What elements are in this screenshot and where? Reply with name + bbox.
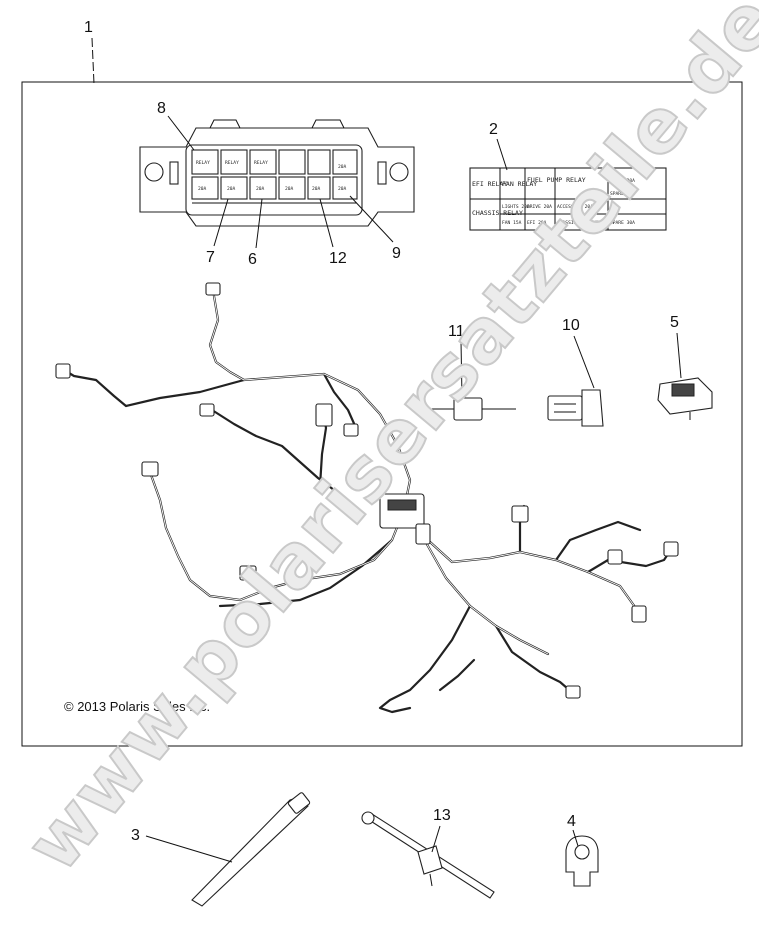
callout-7: 7 xyxy=(206,249,215,266)
decal-accessory: ACCESSORY 20A xyxy=(557,204,593,210)
fuse-decal: EFI RELAY FAN RELAY FUEL PUMP RELAY CHAS… xyxy=(469,167,667,231)
leader-12 xyxy=(319,198,334,248)
decal-fan-relay: FAN RELAY xyxy=(502,180,537,188)
push-clip-part xyxy=(565,835,599,887)
leader-13 xyxy=(431,825,441,853)
fuse-bottom-label-1: 20A xyxy=(198,186,207,192)
fuse-top-label-2: RELAY xyxy=(225,160,239,166)
leader-9 xyxy=(349,195,394,243)
leader-8 xyxy=(167,115,195,151)
watermark: www.polarisersatzteile.de xyxy=(10,0,759,888)
decal-chassis: CHASSIS 20A xyxy=(557,220,588,226)
wire-harness xyxy=(55,282,679,714)
leader-10 xyxy=(573,335,595,389)
strap-clip-part xyxy=(361,811,495,899)
leader-7 xyxy=(213,198,229,247)
decal-lights: LIGHTS 20A xyxy=(502,204,530,210)
decal-spare-c: SPARE 20A xyxy=(610,191,635,197)
callout-9: 9 xyxy=(392,245,401,262)
leader-11 xyxy=(460,340,463,399)
callout-1: 1 xyxy=(84,19,93,36)
callout-6: 6 xyxy=(248,251,257,268)
fuse-top-label-6: 20A xyxy=(338,164,347,170)
callout-3: 3 xyxy=(131,827,140,844)
leader-1 xyxy=(91,37,95,85)
copyright-notice: © 2013 Polaris Sales Inc. xyxy=(64,699,210,714)
decal-efi-relay: EFI RELAY xyxy=(472,180,507,188)
fuse-box-bottom-row: 20A 20A 20A 20A 20A 20A xyxy=(191,176,358,200)
callout-13: 13 xyxy=(433,807,451,824)
assembly-frame xyxy=(21,81,743,747)
fuse-bottom-label-4: 20A xyxy=(285,186,294,192)
decal-chassis-relay: CHASSIS RELAY xyxy=(472,209,523,217)
fuse-bottom-label-5: 20A xyxy=(312,186,321,192)
connector-part xyxy=(547,389,604,427)
fuse-top-label-3: RELAY xyxy=(254,160,268,166)
fuse-bottom-label-3: 20A xyxy=(256,186,265,192)
callout-5: 5 xyxy=(670,314,679,331)
callout-10: 10 xyxy=(562,317,580,334)
diode-part xyxy=(420,397,516,421)
fuse-box-top-row: RELAY RELAY RELAY 20A xyxy=(191,149,358,175)
leader-4 xyxy=(572,829,579,847)
fuse-bottom-label-2: 20A xyxy=(227,186,236,192)
terminal-block-part xyxy=(657,377,713,420)
callout-2: 2 xyxy=(489,121,498,138)
decal-spare-a: SPARE 20A xyxy=(610,178,635,184)
leader-3 xyxy=(145,835,233,863)
decal-fan: FAN 15A xyxy=(502,220,522,226)
decal-pump: FUEL PUMP 15A xyxy=(578,220,614,226)
decal-drive: DRIVE 20A xyxy=(527,204,552,210)
fuse-box: RELAY RELAY RELAY 20A 20A 20A 20A 20A 20… xyxy=(139,119,415,227)
leader-2 xyxy=(496,138,508,171)
callout-11: 11 xyxy=(448,323,465,340)
fuse-bottom-label-6: 20A xyxy=(338,186,347,192)
callout-8: 8 xyxy=(157,100,166,117)
leader-5 xyxy=(676,332,682,379)
decal-fuel-pump-relay: FUEL PUMP RELAY xyxy=(527,176,586,184)
leader-6 xyxy=(255,198,263,249)
callout-4: 4 xyxy=(567,813,576,830)
fuse-top-label-1: RELAY xyxy=(196,160,210,166)
callout-12: 12 xyxy=(329,250,347,267)
decal-spare-b: SPARE 30A xyxy=(610,220,635,226)
decal-efi: EFI 20A xyxy=(527,220,547,226)
cable-tie-part xyxy=(191,792,311,907)
